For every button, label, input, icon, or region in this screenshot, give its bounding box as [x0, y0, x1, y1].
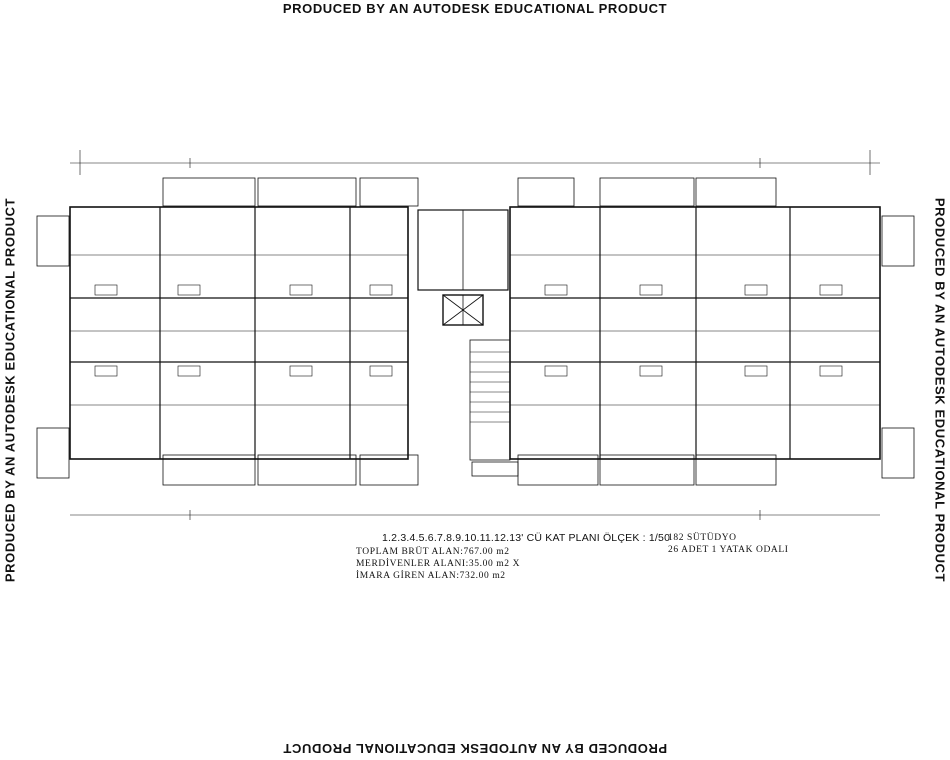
stat-line: MERDİVENLER ALANI:35.00 m2 X: [356, 559, 521, 569]
unit-line: 182 SÜTÜDYO: [668, 533, 737, 543]
area-stats: TOPLAM BRÜT ALAN:767.00 m2 MERDİVENLER A…: [356, 546, 520, 582]
wet-area-fixtures: [94, 284, 843, 377]
stat-line: TOPLAM BRÜT ALAN:767.00 m2: [356, 547, 510, 557]
circulation-core: [417, 209, 519, 477]
top-balconies: [162, 177, 777, 207]
right-wing: [509, 206, 881, 460]
unit-line: 26 ADET 1 YATAK ODALI: [668, 545, 789, 555]
stat-line: İMARA GİREN ALAN:732.00 m2: [356, 571, 506, 581]
plan-title: 1.2.3.4.5.6.7.8.9.10.11.12.13' CÜ KAT PL…: [382, 532, 671, 544]
unit-counts: 182 SÜTÜDYO 26 ADET 1 YATAK ODALI: [668, 532, 789, 556]
dimension-lines: [70, 150, 880, 520]
side-balconies: [36, 215, 915, 479]
left-wing: [69, 206, 409, 460]
watermark-top: PRODUCED BY AN AUTODESK EDUCATIONAL PROD…: [282, 1, 668, 16]
